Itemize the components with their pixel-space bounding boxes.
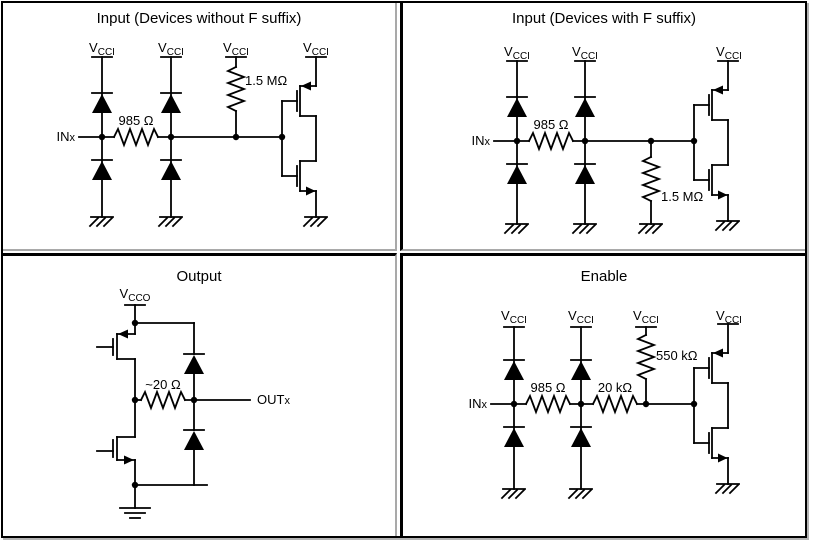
series-resistor-1 (525, 395, 571, 413)
output-resistor-value: ~20 Ω (145, 377, 181, 392)
vcci-rail-label: VCCI (572, 44, 598, 62)
input-f-schematic: VCCI VCCI VCCI INx 985 Ω 1.5 MΩ (472, 44, 742, 234)
vcci-rail-label: VCCI (568, 308, 594, 326)
ground-symbol (89, 216, 114, 227)
series-resistor (113, 128, 159, 146)
quadrant-enable: Enable VCCI VCCI VCCI VCCI (400, 253, 805, 536)
pullup-resistor (637, 334, 655, 380)
ground-symbol (119, 507, 151, 519)
series-resistor-value: 985 Ω (118, 113, 153, 128)
esd-diode-to-gnd (160, 159, 182, 181)
ground-symbol (638, 223, 663, 234)
esd-diode-to-vcc (506, 96, 528, 118)
pullup-resistor-value: 1.5 MΩ (245, 73, 288, 88)
ground-symbol (568, 488, 593, 499)
junction-dot (513, 137, 521, 145)
junction-dot (232, 133, 240, 141)
junction-dot (642, 400, 650, 408)
pullup-resistor (227, 66, 245, 112)
pulldown-resistor-value: 1.5 MΩ (661, 189, 704, 204)
quadrant-input-f: Input (Devices with F suffix) VCCI VCCI … (400, 3, 805, 251)
vcci-rail-label: VCCI (158, 40, 184, 58)
series-resistor-2 (592, 395, 638, 413)
esd-diode-to-vcc (574, 96, 596, 118)
input-pin-label: INx (472, 133, 491, 148)
esd-diode-to-gnd (91, 159, 113, 181)
esd-diode-to-gnd (503, 426, 525, 448)
quadrant-title: Input (Devices without F suffix) (96, 10, 302, 27)
ground-symbol (572, 223, 597, 234)
ground-symbol (501, 488, 526, 499)
pulldown-resistor (642, 156, 660, 202)
vcci-rail-label: VCCI (223, 40, 249, 58)
junction-dot (131, 481, 139, 489)
junction-dot (690, 400, 698, 408)
series-resistor-1-value: 985 Ω (530, 380, 565, 395)
series-resistor-value: 985 Ω (533, 117, 568, 132)
vcci-rail-label: VCCI (89, 40, 115, 58)
ground-symbol (715, 220, 740, 231)
input-pin-label: INx (469, 396, 488, 411)
junction-dot (647, 137, 655, 145)
pmos-transistor (96, 322, 136, 360)
esd-diode-to-vcc (570, 359, 592, 381)
quadrant-title: Output (176, 268, 222, 285)
cmos-transistor-pair (693, 323, 729, 485)
input-no-f-schematic: VCCI VCCI VCCI VCCI INx 985 Ω 1.5 MΩ (57, 40, 329, 227)
esd-diode-to-gnd (570, 426, 592, 448)
quadrant-title: Enable (580, 268, 628, 285)
junction-dot (131, 319, 139, 327)
pullup-resistor-value: 550 kΩ (656, 348, 698, 363)
ground-symbol (303, 216, 328, 227)
esd-diode-to-vcc (160, 92, 182, 114)
vcci-rail-label: VCCI (501, 308, 527, 326)
junction-dot (131, 396, 139, 404)
junction-dot (190, 396, 198, 404)
clamp-diode-to-vcc (183, 353, 205, 375)
ground-symbol (715, 483, 740, 494)
vcci-rail-label: VCCI (716, 44, 742, 62)
vcci-rail-label: VCCI (716, 308, 742, 326)
input-pin-label: INx (57, 129, 76, 144)
esd-diode-to-vcc (503, 359, 525, 381)
esd-diode-to-vcc (91, 92, 113, 114)
ground-symbol (158, 216, 183, 227)
output-pin-label: OUTx (257, 392, 290, 407)
ground-symbol (504, 223, 529, 234)
vcci-rail-label: VCCI (633, 308, 659, 326)
junction-dot (167, 133, 175, 141)
clamp-diode-to-gnd (183, 429, 205, 451)
junction-dot (577, 400, 585, 408)
esd-diode-to-gnd (574, 163, 596, 185)
esd-diode-to-gnd (506, 163, 528, 185)
vcci-rail-label: VCCI (303, 40, 329, 58)
vcci-rail-label: VCCI (504, 44, 530, 62)
series-resistor-2-value: 20 kΩ (598, 380, 633, 395)
junction-dot (690, 137, 698, 145)
quadrant-input-no-f: Input (Devices without F suffix) VCCI VC… (3, 3, 397, 251)
output-resistor (140, 391, 186, 409)
series-resistor (528, 132, 574, 150)
output-schematic: VCCO (96, 286, 290, 519)
junction-dot (581, 137, 589, 145)
wires (134, 304, 251, 509)
figure-frame: Input (Devices without F suffix) VCCI VC… (1, 1, 807, 538)
nmos-transistor (96, 436, 136, 465)
junction-dot (510, 400, 518, 408)
quadrant-title: Input (Devices with F suffix) (512, 10, 696, 27)
junction-dot (98, 133, 106, 141)
junction-dot (278, 133, 286, 141)
enable-schematic: VCCI VCCI VCCI VCCI INx 985 Ω 20 kΩ 550 … (469, 308, 742, 499)
quadrant-output: Output VCCO (3, 253, 397, 536)
vcco-rail-label: VCCO (120, 286, 151, 304)
